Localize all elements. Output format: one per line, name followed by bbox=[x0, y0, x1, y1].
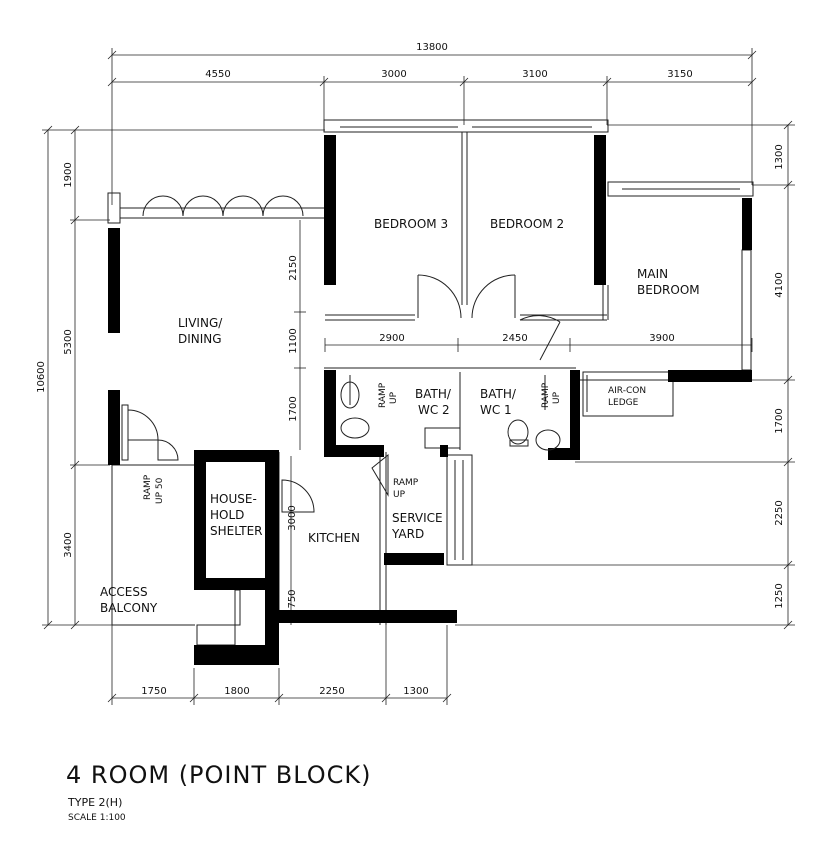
dim-overall-width: 13800 bbox=[416, 42, 448, 53]
dim-left-3: 3400 bbox=[63, 532, 74, 557]
label-living-2: DINING bbox=[178, 332, 222, 346]
dim-top-2: 3000 bbox=[381, 69, 406, 80]
dim-inner-col-3: 1700 bbox=[288, 396, 299, 421]
label-shelter-3: SHELTER bbox=[210, 524, 263, 538]
ramp-service-1: RAMP bbox=[393, 478, 419, 488]
bottom-dimensions: 1750 1800 2250 1300 bbox=[107, 625, 452, 705]
label-shelter-2: HOLD bbox=[210, 508, 244, 522]
dim-overall-height: 10600 bbox=[36, 361, 47, 393]
walls bbox=[108, 135, 752, 665]
dim-inner-col-1: 2150 bbox=[288, 255, 299, 280]
dim-right-4: 2250 bbox=[774, 500, 785, 525]
dim-top-1: 4550 bbox=[205, 69, 230, 80]
dim-left-2: 5300 bbox=[63, 329, 74, 354]
dim-bottom-4: 1300 bbox=[403, 686, 428, 697]
label-bath-1-2: WC 1 bbox=[480, 403, 512, 417]
dim-kitchen-gap: 750 bbox=[287, 589, 298, 608]
label-access-2: BALCONY bbox=[100, 601, 158, 615]
label-main-bedroom-2: BEDROOM bbox=[637, 283, 700, 297]
dim-inner-col-2: 1100 bbox=[288, 328, 299, 353]
dim-right-1: 1300 bbox=[774, 144, 785, 169]
right-dimensions: 1300 4100 1700 2250 1250 bbox=[455, 120, 795, 630]
label-bedroom-2: BEDROOM 2 bbox=[490, 217, 564, 231]
dim-left-1: 1900 bbox=[63, 162, 74, 187]
dim-inner-row-2: 2450 bbox=[502, 333, 527, 344]
plan-type: TYPE 2(H) bbox=[67, 796, 122, 809]
label-access-1: ACCESS bbox=[100, 585, 148, 599]
dim-inner-row-3: 3900 bbox=[649, 333, 674, 344]
label-kitchen: KITCHEN bbox=[308, 531, 360, 545]
top-dimensions: 13800 4550 3000 3100 3150 bbox=[107, 42, 757, 205]
dim-bottom-1: 1750 bbox=[141, 686, 166, 697]
label-aircon-1: AIR-CON bbox=[608, 386, 646, 396]
dim-right-2: 4100 bbox=[774, 272, 785, 297]
ramp-bath2-1: RAMP bbox=[378, 382, 388, 408]
label-service-1: SERVICE bbox=[392, 511, 443, 525]
label-aircon-2: LEDGE bbox=[608, 398, 639, 408]
dim-right-5: 1250 bbox=[774, 583, 785, 608]
ramp-entrance-2: UP 50 bbox=[155, 477, 165, 504]
label-main-bedroom-1: MAIN bbox=[637, 267, 668, 281]
left-dimensions: 10600 1900 5300 3400 bbox=[36, 125, 325, 630]
ramp-bath1-1: RAMP bbox=[541, 382, 551, 408]
room-labels: BEDROOM 3 BEDROOM 2 MAIN BEDROOM LIVING/… bbox=[100, 217, 700, 615]
inner-dimensions: 2900 2450 3900 2150 1100 1700 3000 750 bbox=[287, 220, 753, 625]
plan-outlines bbox=[107, 119, 754, 646]
fixtures bbox=[340, 381, 561, 451]
dim-right-3: 1700 bbox=[774, 408, 785, 433]
dim-top-4: 3150 bbox=[667, 69, 692, 80]
dim-top-3: 3100 bbox=[522, 69, 547, 80]
dim-shelter-width: 3000 bbox=[287, 505, 298, 530]
ramp-labels: RAMP UP RAMP UP RAMP UP RAMP UP 50 bbox=[143, 382, 562, 504]
label-bath-2-2: WC 2 bbox=[418, 403, 450, 417]
dim-bottom-3: 2250 bbox=[319, 686, 344, 697]
ramp-entrance-1: RAMP bbox=[143, 474, 153, 500]
label-bath-2-1: BATH/ bbox=[415, 387, 452, 401]
plan-title: 4 ROOM (POINT BLOCK) bbox=[66, 761, 371, 789]
label-living-1: LIVING/ bbox=[178, 316, 223, 330]
doors bbox=[121, 195, 561, 513]
plan-scale: SCALE 1:100 bbox=[68, 813, 126, 823]
dim-inner-row-1: 2900 bbox=[379, 333, 404, 344]
label-service-2: YARD bbox=[391, 527, 424, 541]
title-block: 4 ROOM (POINT BLOCK) TYPE 2(H) SCALE 1:1… bbox=[66, 761, 371, 823]
ramp-bath2-2: UP bbox=[389, 391, 399, 404]
ramp-service-2: UP bbox=[393, 490, 406, 500]
dim-bottom-2: 1800 bbox=[224, 686, 249, 697]
label-shelter-1: HOUSE- bbox=[210, 492, 257, 506]
ramp-bath1-2: UP bbox=[552, 391, 562, 404]
label-bedroom-3: BEDROOM 3 bbox=[374, 217, 448, 231]
label-bath-1-1: BATH/ bbox=[480, 387, 517, 401]
